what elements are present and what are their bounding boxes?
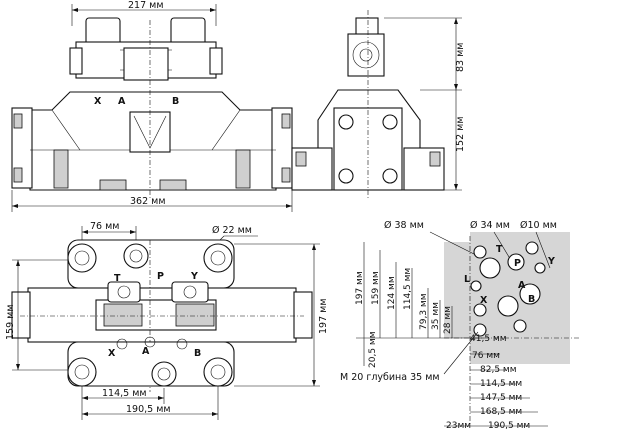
mounting-view: Ø 38 мм Ø 34 мм Ø10 мм P T Y L X A B <box>340 220 580 431</box>
mount-dia-38-dim: Ø 38 мм <box>384 220 424 231</box>
top-port-a-label: A <box>142 346 150 357</box>
front-view: 217 мм X A B 362 мм <box>11 0 293 212</box>
mount-port-l-label: L <box>464 274 470 285</box>
mount-port-x-label: X <box>480 295 488 306</box>
side-view: 83 мм 152 мм <box>291 10 466 200</box>
mount-vdim-6: 28 мм <box>443 306 453 334</box>
front-top-width-dim: 217 мм <box>128 0 164 11</box>
front-port-b-label: B <box>172 96 179 107</box>
mount-port-p-label: P <box>514 258 521 269</box>
top-port-diameter-dim: Ø 22 мм <box>212 225 252 236</box>
top-bolt-spacing-dim: 114,5 мм <box>102 388 147 399</box>
mount-vdim-0: 197 мм <box>355 271 365 305</box>
mount-dia-34-dim: Ø 34 мм <box>470 220 510 231</box>
mount-hdim-5: 168,5 мм <box>480 407 522 417</box>
top-view: 76 мм Ø 22 мм T P Y <box>5 221 329 420</box>
top-overall-spacing-dim: 190,5 мм <box>126 404 171 415</box>
mount-thread-note: М 20 глубина 35 мм <box>340 372 440 383</box>
mount-port-y-label: Y <box>547 256 555 267</box>
mount-port-a-label: A <box>518 280 526 291</box>
top-port-p-label: P <box>157 271 164 282</box>
mount-dia-10-dim: Ø10 мм <box>520 220 557 231</box>
mount-vdim-7: 20,5 мм <box>368 332 378 368</box>
mount-hdim-0: 41,5 мм <box>470 334 506 344</box>
mount-port-b-label: B <box>528 294 535 305</box>
front-overall-width-dim: 362 мм <box>130 196 166 207</box>
mount-vdim-2: 124 мм <box>387 276 397 310</box>
top-left-height-dim: 159 мм <box>5 305 16 341</box>
mount-left-offset-dim: 23мм <box>446 421 471 431</box>
top-right-height-dim: 197 мм <box>318 299 329 335</box>
mount-vdim-5: 35 мм <box>431 302 441 330</box>
top-port-x-label: X <box>108 348 116 359</box>
top-port-t-label: T <box>114 273 121 284</box>
side-upper-height-dim: 83 мм <box>455 43 466 72</box>
mount-port-t-label: T <box>496 244 503 255</box>
front-port-a-label: A <box>118 96 126 107</box>
mount-hdim-4: 147,5 мм <box>480 393 522 403</box>
top-port-y-label: Y <box>190 271 198 282</box>
mount-hdim-1: 76 мм <box>472 351 500 361</box>
mount-hdim-2: 82,5 мм <box>480 365 516 375</box>
front-port-x-label: X <box>94 96 102 107</box>
mount-vdim-3: 114,5 мм <box>403 268 413 310</box>
top-port-b-label: B <box>194 348 201 359</box>
mount-vdim-4: 79,3 мм <box>419 294 429 330</box>
mount-hdim-3: 114,5 мм <box>480 379 522 389</box>
mount-hdim-6: 190,5 мм <box>488 421 530 431</box>
side-overall-height-dim: 152 мм <box>455 117 466 153</box>
mount-vdim-1: 159 мм <box>371 271 381 305</box>
top-port-offset-dim: 76 мм <box>90 221 119 232</box>
